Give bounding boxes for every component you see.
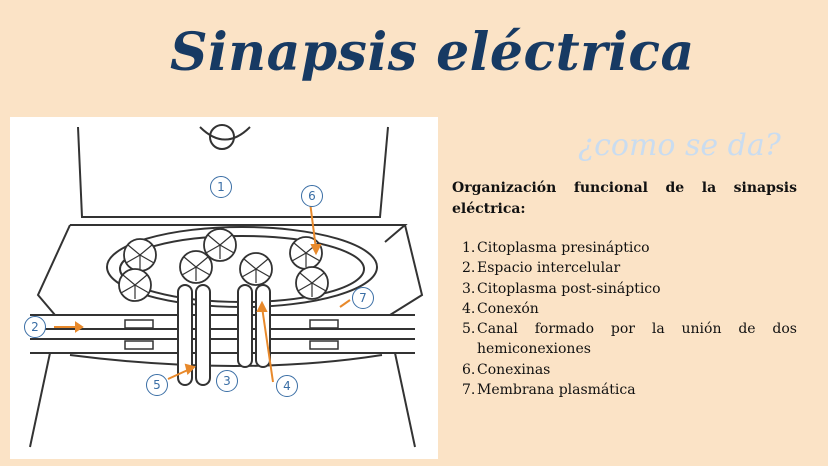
list-item: 7.Membrana plasmática <box>462 382 636 399</box>
diagram-marker-2: 2 <box>24 316 46 338</box>
diagram-marker-4: 4 <box>276 375 298 397</box>
section-heading-line-1: Organización funcional de la sinapsis <box>452 180 797 196</box>
list-item: 1.Citoplasma presináptico <box>462 240 650 256</box>
diagram-marker-6: 6 <box>301 185 323 207</box>
list-item: 2.Espacio intercelular <box>462 260 621 277</box>
diagram-marker-7: 7 <box>352 287 374 309</box>
synapse-illustration <box>29 124 424 448</box>
section-heading: Organización funcional de la sinapsis el… <box>452 178 797 220</box>
list-item: 6.Conexinas <box>462 361 551 378</box>
component-list: 1.Citoplasma presináptico 2.Espacio inte… <box>452 238 797 400</box>
page-title: Sinapsis eléctrica <box>170 22 695 83</box>
diagram-marker-1: 1 <box>210 176 232 198</box>
list-item: 4.Conexón <box>462 300 539 317</box>
diagram-marker-5: 5 <box>146 374 168 396</box>
section-heading-line-2: eléctrica: <box>452 201 526 217</box>
diagram-marker-3: 3 <box>216 370 238 392</box>
synapse-diagram: 1 2 3 4 5 6 7 <box>10 117 438 459</box>
subtitle: ¿como se da? <box>578 128 781 163</box>
list-item: 3.Citoplasma post-sináptico <box>462 280 661 297</box>
